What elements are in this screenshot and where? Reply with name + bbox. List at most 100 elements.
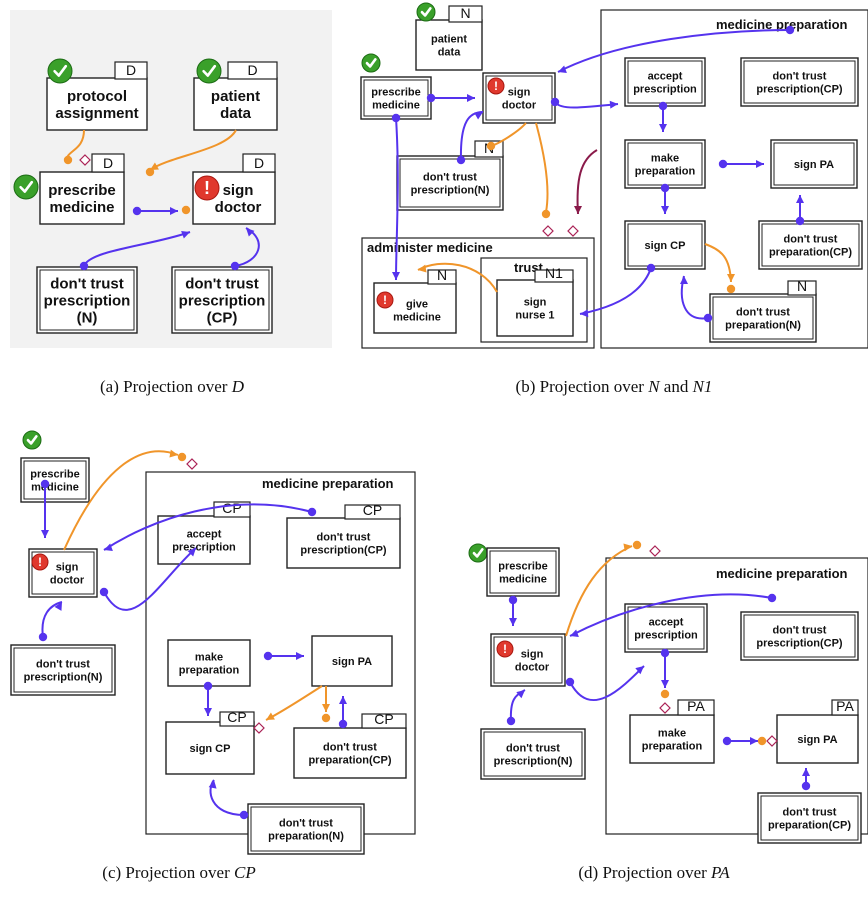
node-label: prescription [179,292,266,309]
frame-title: medicine preparation [262,476,394,491]
node-sign-pa: sign PA [770,139,858,189]
arrowhead [802,768,810,776]
orange-connector [149,129,237,171]
role-tab: CP [361,711,407,729]
node-label: make [195,651,223,663]
blue-connector [40,479,50,538]
arrowhead [574,206,582,214]
node-label: prescription [634,629,698,641]
node-label: preparation(CP) [768,819,851,831]
node-sign-pa: sign PA [311,635,393,687]
role-tab: D [227,61,278,80]
role-tab-label: N [460,5,470,21]
node-label: don't trust [323,741,377,753]
node-label: don't trust [783,806,837,818]
frame-title: administer medicine [367,240,493,255]
orange-connector [265,685,323,721]
check-circle-icon [13,174,39,200]
node-sign-pa: sign PA [776,714,859,764]
node-label: doctor [502,99,537,111]
blue-connector [99,547,197,611]
node-label: prescription(CP) [756,637,843,649]
node-label: prescription(CP) [300,544,387,556]
role-tab-label: N [437,267,447,283]
node-label: don't trust [773,624,827,636]
arrowhead [150,162,159,170]
arrowhead [339,696,347,704]
arrowhead [796,195,804,203]
role-tab-label: N [797,278,807,294]
check-circle-icon [196,58,222,84]
node-label: medicine [499,573,547,585]
node-label: sign [524,296,547,308]
blue-connector [103,503,317,551]
node-label: accept [187,528,222,540]
blue-connector [565,665,645,702]
caption-d: (d) Projection over PA [578,863,730,882]
diamond-connector-icon [542,225,554,237]
arrowhead [727,274,735,282]
arrowhead [322,704,330,712]
node-label: sign [223,182,254,199]
exclamation-circle-icon: ! [194,175,220,201]
arrowhead [680,276,688,284]
arrowhead [661,206,669,214]
node-label: preparation(N) [268,830,344,842]
node-label: doctor [215,199,262,216]
role-tab: PA [831,698,859,716]
role-tab-label: D [247,62,257,78]
role-tab-label: CP [374,711,393,727]
node-label: prescribe [371,86,421,98]
exclamation-circle-icon: ! [487,77,505,95]
node-label: don't trust [279,817,333,829]
role-tab-label: N1 [545,265,563,281]
caption-b: (b) Projection over N and N1 [516,377,713,396]
node-label: give [406,298,428,310]
orange-connector [535,122,549,213]
caption-c: (c) Projection over CP [102,863,255,882]
exclamation-circle-icon: ! [376,291,394,309]
role-tab: N [427,267,457,285]
node-label: don't trust [736,306,790,318]
node-label: accept [648,70,683,82]
node-label: prescribe [30,468,80,480]
arrowhead [296,652,304,660]
node-label: make [651,152,679,164]
role-tab-label: D [254,155,264,171]
arrowhead [623,543,632,552]
node-label: prescription [633,83,697,95]
blue-connector [569,593,777,637]
orange-connector [493,122,527,146]
arrowhead [580,309,589,318]
arrowhead [570,629,579,638]
svg-text:!: ! [383,293,387,307]
arrowhead [41,530,49,538]
blue-connector [209,779,249,820]
node-label: sign CP [645,240,686,252]
node-label: sign PA [797,734,837,746]
arrowhead [418,264,427,273]
arrowhead [169,449,178,458]
node-label: medicine [49,199,114,216]
node-label: accept [649,616,684,628]
node-label: doctor [50,574,85,586]
blue-connector [391,113,401,281]
node-label: sign [508,86,531,98]
role-tab: D [114,61,148,80]
role-tab: D [242,153,276,173]
connector-dot [63,155,73,165]
arrowhead [474,112,483,120]
diamond-connector-icon [567,225,579,237]
